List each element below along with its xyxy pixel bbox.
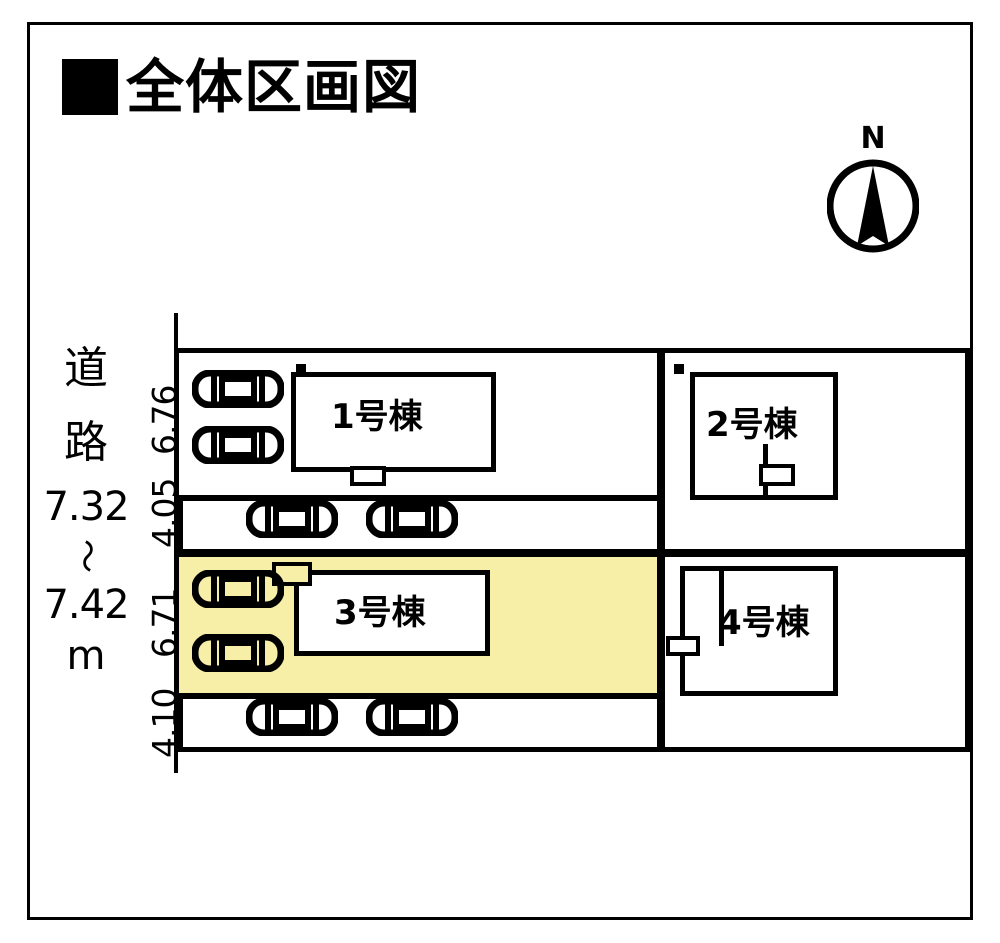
car-icon: [192, 634, 284, 672]
car-icon: [192, 570, 284, 608]
page-border: [27, 22, 973, 920]
building-2-porch: [759, 464, 795, 486]
building-2-footprint-wing[interactable]: [690, 444, 768, 500]
building-1-footprint[interactable]: [291, 372, 496, 472]
building-4-label: 4号棟: [718, 603, 810, 643]
road-label: 道 路 7.32 〜 7.42 m: [38, 332, 134, 680]
road-kanji-1: 道: [64, 343, 108, 394]
building-3-spacer: [296, 364, 306, 374]
road-width-min: 7.32: [43, 484, 129, 530]
building-2-label: 2号棟: [706, 405, 798, 445]
building-4-porch: [666, 636, 700, 656]
road-width-unit: m: [66, 633, 106, 679]
road-boundary-line: [174, 313, 178, 773]
car-icon: [366, 698, 458, 736]
site-plan: 1号棟 2号棟 3号棟 4号棟: [174, 348, 970, 752]
compass-north-label: N: [860, 121, 886, 156]
car-icon: [192, 370, 284, 408]
building-3-footprint[interactable]: [294, 570, 490, 656]
road-width-max: 7.42: [43, 582, 129, 628]
page-title: 全体区画図: [62, 58, 421, 116]
building-1-porch: [350, 466, 386, 486]
car-icon: [246, 698, 338, 736]
car-icon: [192, 426, 284, 464]
building-4-spacer: [674, 364, 684, 374]
car-icon: [246, 500, 338, 538]
building-4-footprint-notch[interactable]: [680, 566, 724, 646]
building-1-label: 1号棟: [331, 397, 423, 437]
building-3-label: 3号棟: [334, 593, 426, 633]
compass-rose: N: [818, 124, 928, 264]
compass-north-icon: [827, 159, 919, 253]
road-kanji-2: 路: [64, 417, 108, 468]
road-width-range-tilde: 〜: [66, 539, 106, 573]
car-icon: [366, 500, 458, 538]
page-title-text: 全体区画図: [126, 53, 422, 121]
black-square-icon: [62, 59, 118, 115]
